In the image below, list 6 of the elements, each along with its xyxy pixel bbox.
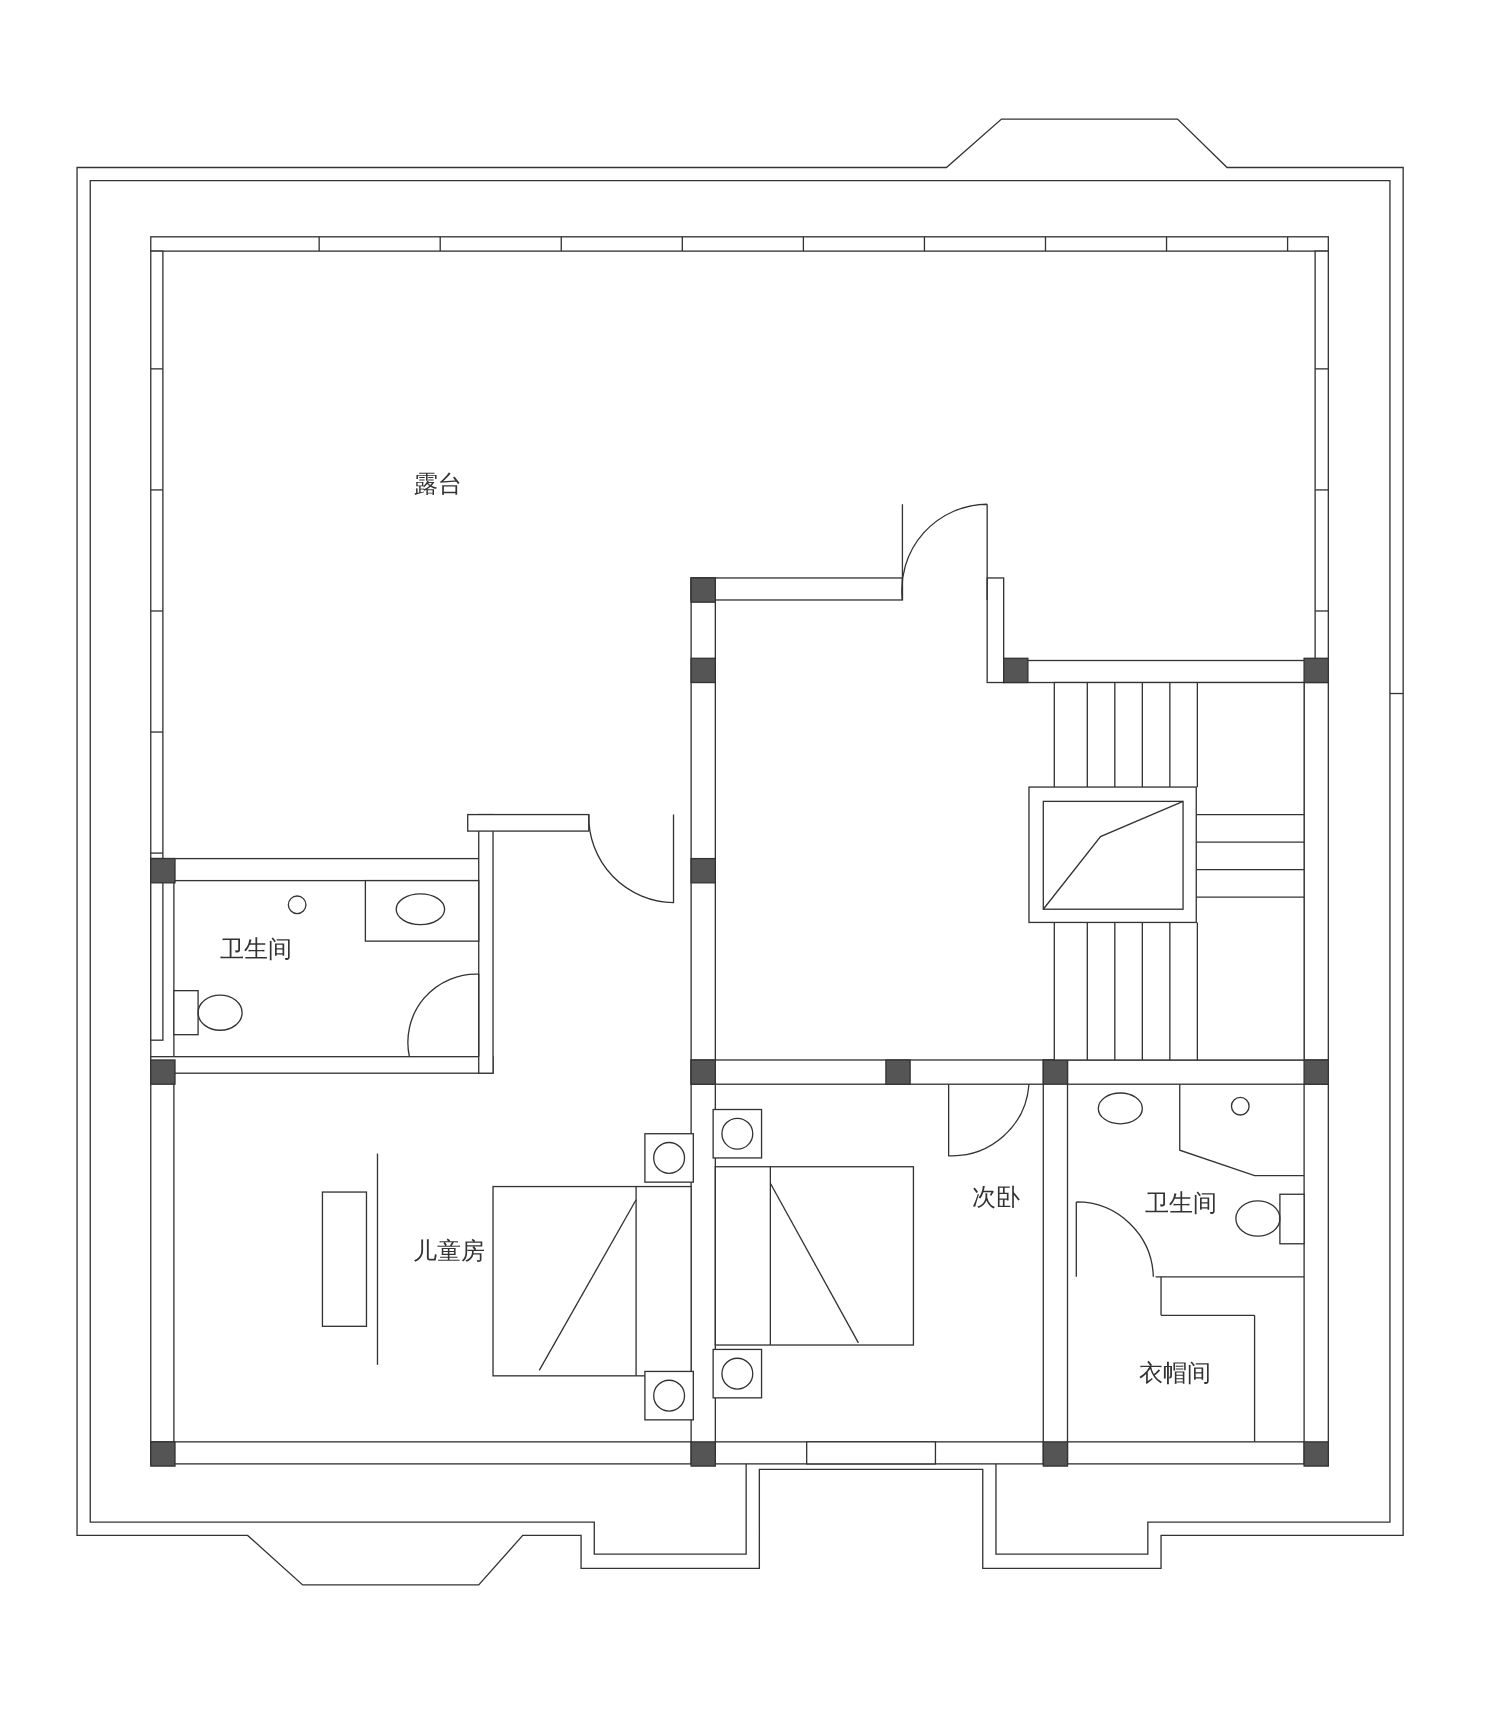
room-label: 露台 [414,472,462,497]
room-label: 次卧 [971,1185,1020,1210]
room-label: 卫生间 [220,936,293,961]
room-label: 衣帽间 [1139,1361,1212,1386]
room-label: 儿童房 [413,1239,485,1264]
room-label: 卫生间 [1144,1190,1217,1215]
